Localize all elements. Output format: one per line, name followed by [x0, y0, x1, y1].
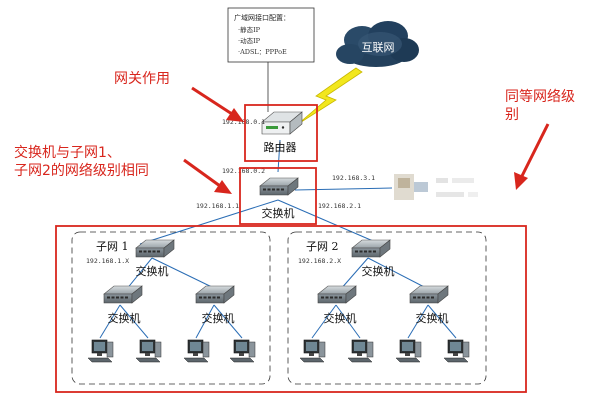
wan-config-box: 广域网接口配置： ·静态IP ·动态IP ·ADSL：PPPoE — [227, 7, 315, 112]
gateway-annotation: 网关作用 — [114, 71, 170, 87]
subnet-2-switch-label: 交换机 — [362, 264, 395, 278]
lightning-link-icon — [297, 67, 363, 125]
connection-lines — [99, 139, 457, 339]
peer-level-annotation: 同等网络级 别 — [505, 89, 575, 123]
subnet-2-sub-switch-label: 交换机 — [416, 311, 449, 325]
subnet-2-sub-switch-icon — [409, 285, 449, 304]
computer-icon — [443, 339, 470, 363]
gateway-arrow — [191, 86, 244, 122]
computer-icon — [183, 339, 210, 363]
subnet-1-switch-label: 交换机 — [136, 264, 169, 278]
switch-arrow — [183, 158, 232, 194]
subnets-highlight-box — [55, 225, 527, 393]
subnet-2-switch-icon — [351, 239, 391, 258]
core-switch-label: 交换机 — [262, 206, 295, 220]
computer-icon — [395, 339, 422, 363]
router-highlight-box — [244, 104, 318, 162]
computer-icon — [135, 339, 162, 363]
subnet-1-sub-switch-label: 交换机 — [108, 311, 141, 325]
wan-config-item: ·动态IP — [238, 36, 261, 45]
internet-label: 互联网 — [362, 41, 395, 54]
subnet-1-sub-switch-icon — [195, 285, 235, 304]
subnet-1-sub-switch-label: 交换机 — [202, 311, 235, 325]
subnet-2-title: 子网 2 — [306, 240, 339, 253]
subnet-1-sub-switch-icon — [103, 285, 143, 304]
internet-cloud-icon — [336, 21, 419, 67]
core-switch-ip-left: 192.168.1.1 — [196, 202, 239, 210]
switch-subnets-annotation: 交换机与子网1、 子网2的网络级别相同 — [14, 145, 149, 179]
subnet-1-title: 子网 1 — [96, 240, 129, 253]
peer-ip: 192.168.3.1 — [332, 174, 375, 182]
computer-icon — [347, 339, 374, 363]
wan-config-title: 广域网接口配置： — [234, 13, 290, 22]
subnet-1-ip: 192.168.1.X — [86, 257, 129, 265]
router-icon — [261, 111, 303, 135]
subnet-2-sub-switch-icon — [317, 285, 357, 304]
subnet-2-box — [287, 231, 487, 385]
core-switch-icon — [259, 177, 299, 196]
subnet-1-switch-icon — [135, 239, 175, 258]
subnet-1-box — [71, 231, 271, 385]
core-switch-ip-right: 192.168.2.1 — [318, 202, 361, 210]
computer-icon — [229, 339, 256, 363]
computer-icon — [87, 339, 114, 363]
subnet-2-sub-switch-label: 交换机 — [324, 311, 357, 325]
peer-level-arrow — [514, 123, 550, 190]
subnet-2-ip: 192.168.2.X — [298, 257, 341, 265]
router-label: 路由器 — [264, 140, 297, 154]
wan-config-item: ·ADSL：PPPoE — [238, 48, 287, 56]
core-switch-highlight-box — [239, 167, 317, 225]
wan-config-item: ·静态IP — [238, 25, 261, 34]
core-switch-ip-top: 192.168.0.2 — [222, 167, 265, 175]
blurred-device-icon — [394, 174, 478, 200]
router-ip: 192.168.0.1 — [222, 118, 265, 126]
computer-icon — [299, 339, 326, 363]
